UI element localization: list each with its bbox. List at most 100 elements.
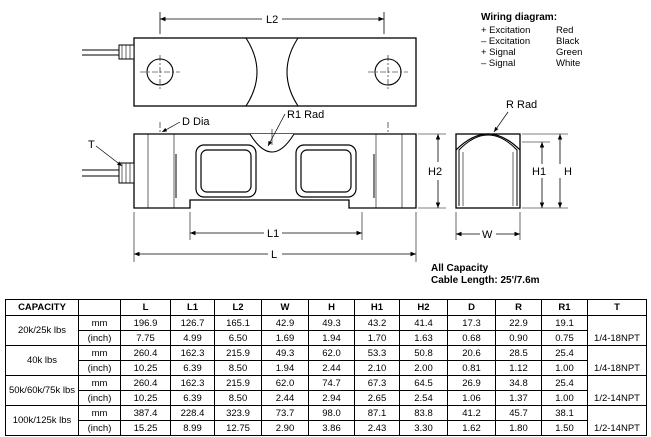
unit-cell: mm — [78, 345, 121, 361]
value-cell: 34.8 — [495, 375, 542, 391]
column-header: W — [261, 299, 309, 316]
value-cell: 2.94 — [308, 390, 355, 406]
value-cell: 2.10 — [354, 360, 400, 376]
value-cell: 12.75 — [214, 420, 262, 436]
w-label: W — [482, 229, 493, 241]
value-cell: 1.94 — [261, 360, 309, 376]
wiring-label: – Excitation — [481, 36, 531, 47]
column-header: L2 — [214, 299, 262, 316]
value-cell: 62.0 — [308, 345, 355, 361]
value-cell: 8.50 — [214, 390, 262, 406]
value-cell: 1.63 — [399, 330, 448, 346]
value-cell: 126.7 — [170, 315, 215, 331]
value-cell: 38.1 — [541, 405, 588, 421]
capacity-cell: 20k/25k lbs — [5, 315, 79, 346]
value-cell: 215.9 — [214, 345, 262, 361]
capacity-cell: 50k/60k/75k lbs — [5, 375, 79, 406]
value-cell: 49.3 — [308, 315, 355, 331]
value-cell: 17.3 — [447, 315, 496, 331]
value-cell: 2.44 — [308, 360, 355, 376]
value-cell: 50.8 — [399, 345, 448, 361]
value-cell: 10.25 — [120, 390, 171, 406]
value-cell: 260.4 — [120, 375, 171, 391]
unit-cell: mm — [78, 375, 121, 391]
wiring-label: + Signal — [481, 47, 516, 58]
value-cell: 98.0 — [308, 405, 355, 421]
end-view: R Rad H1 H W — [455, 99, 572, 241]
value-cell: 260.4 — [120, 345, 171, 361]
value-cell: 8.99 — [170, 420, 215, 436]
column-header: R — [495, 299, 542, 316]
value-cell: 6.50 — [214, 330, 262, 346]
l2-label: L2 — [266, 14, 278, 26]
wiring-label: – Signal — [481, 58, 516, 69]
value-cell: 83.8 — [399, 405, 448, 421]
value-cell: 87.1 — [354, 405, 400, 421]
value-cell: 6.39 — [170, 390, 215, 406]
capacity-cell: 40k lbs — [5, 345, 79, 376]
value-cell: 1.70 — [354, 330, 400, 346]
value-cell: 62.0 — [261, 375, 309, 391]
value-cell: 10.25 — [120, 360, 171, 376]
value-cell: 2.54 — [399, 390, 448, 406]
value-cell: 323.9 — [214, 405, 262, 421]
thread-cell: 1/4-18NPT — [587, 345, 647, 376]
value-cell: 41.2 — [447, 405, 496, 421]
value-cell: 2.00 — [399, 360, 448, 376]
l-label: L — [271, 249, 277, 261]
wiring-color: Green — [556, 47, 583, 58]
value-cell: 1.69 — [261, 330, 309, 346]
value-cell: 387.4 — [120, 405, 171, 421]
value-cell: 20.6 — [447, 345, 496, 361]
value-cell: 8.50 — [214, 360, 262, 376]
unit-cell: mm — [78, 405, 121, 421]
capacity-cell: 100k/125k lbs — [5, 405, 79, 436]
value-cell: 1.37 — [495, 390, 542, 406]
column-header: L — [120, 299, 171, 316]
value-cell: 28.5 — [495, 345, 542, 361]
value-cell: 2.65 — [354, 390, 400, 406]
unit-cell: (inch) — [78, 420, 121, 436]
unit-cell: (inch) — [78, 360, 121, 376]
unit-cell: (inch) — [78, 390, 121, 406]
value-cell: 2.90 — [261, 420, 309, 436]
value-cell: 73.7 — [261, 405, 309, 421]
value-cell: 49.3 — [261, 345, 309, 361]
h-label: H — [564, 166, 572, 178]
note-line-2: Cable Length: 25'/7.6m — [431, 275, 540, 286]
wiring-label: + Excitation — [481, 25, 531, 36]
wiring-row: + Signal Green — [481, 47, 582, 58]
value-cell: 45.7 — [495, 405, 542, 421]
cable-note: All Capacity Cable Length: 25'/7.6m — [431, 263, 540, 287]
value-cell: 1.06 — [447, 390, 496, 406]
value-cell: 1.00 — [541, 390, 588, 406]
value-cell: 0.75 — [541, 330, 588, 346]
value-cell: 15.25 — [120, 420, 171, 436]
value-cell: 0.68 — [447, 330, 496, 346]
column-header: CAPACITY — [5, 299, 79, 316]
unit-cell: (inch) — [78, 330, 121, 346]
front-view: D Dia R1 Rad T H2 L1 L — [82, 109, 446, 262]
value-cell: 43.2 — [354, 315, 400, 331]
thread-cell: 1/2-14NPT — [587, 375, 647, 406]
wiring-color: White — [556, 58, 581, 69]
r-rad-label: R Rad — [506, 99, 537, 111]
load-cell-dimension-drawing: L2 — [82, 12, 572, 262]
value-cell: 2.43 — [354, 420, 400, 436]
note-line-1: All Capacity — [431, 263, 489, 274]
d-dia-label: D Dia — [182, 116, 210, 128]
value-cell: 0.90 — [495, 330, 542, 346]
value-cell: 7.75 — [120, 330, 171, 346]
value-cell: 4.99 — [170, 330, 215, 346]
wiring-row: – Signal White — [481, 58, 582, 69]
